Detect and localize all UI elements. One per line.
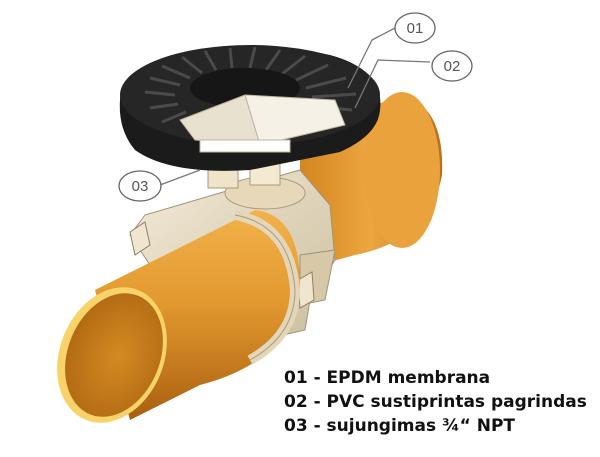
callout-leaders [159,27,431,186]
saddle-clamp-ring [233,210,301,365]
parts-legend: 01 - EPDM membrana 02 - PVC sustiprintas… [284,366,596,438]
legend-item-01: 01 - EPDM membrana [284,368,491,388]
callout-02-bubble [431,50,473,82]
pipe-front [57,210,300,423]
callout-02: 02 [431,50,473,82]
legend-item-02: 02 - PVC sustiprintas pagrindas [284,392,587,412]
callout-03-label: 03 [132,178,149,195]
callout-03: 03 [118,170,162,202]
legend-item-03: 03 - sujungimas ¾“ NPT [284,416,515,436]
callout-03-bubble [118,170,162,202]
callout-02-label: 02 [444,58,461,75]
callout-01: 01 [394,12,436,44]
epdm-membrane [119,45,381,171]
callout-01-bubble [394,12,436,44]
callout-01-label: 01 [407,20,424,37]
